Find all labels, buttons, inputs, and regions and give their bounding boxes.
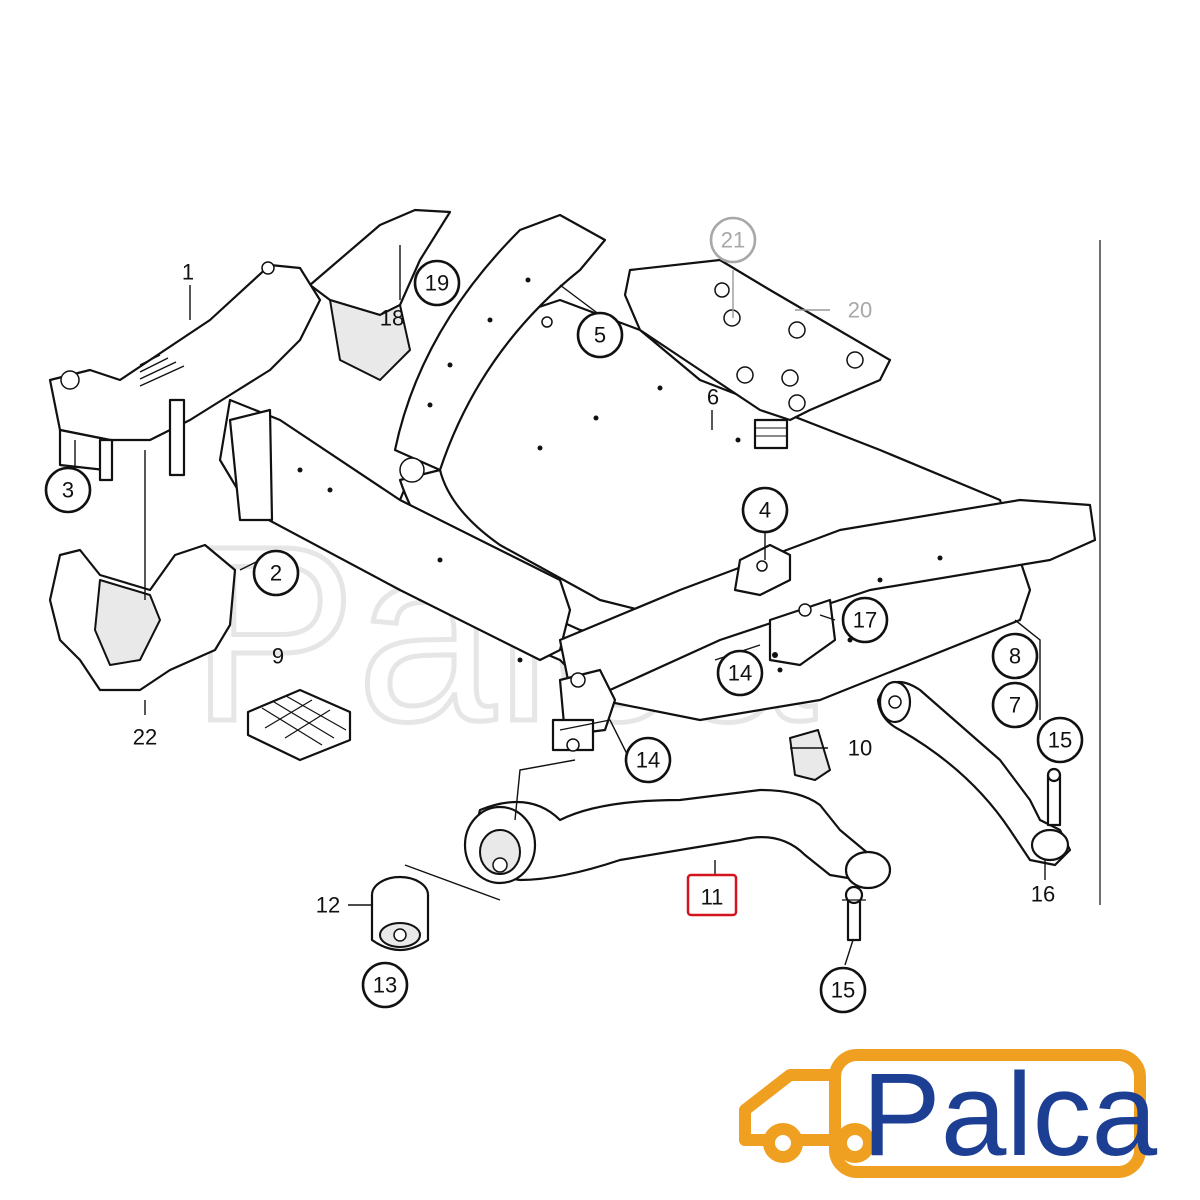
- svg-text:4: 4: [759, 498, 771, 523]
- callout-6: 6: [707, 385, 719, 410]
- palca-logo: Palca: [739, 1049, 1158, 1181]
- svg-text:3: 3: [62, 478, 74, 503]
- svg-text:13: 13: [373, 973, 397, 998]
- pivot-mounts: [551, 598, 837, 752]
- bump-stop: [789, 729, 831, 781]
- callout-21: 21: [709, 216, 757, 264]
- subframe-right-arm: [558, 498, 1097, 737]
- mount-bracket: [733, 543, 792, 597]
- callout-14a: 14: [716, 649, 764, 697]
- shield-plate: [623, 258, 892, 450]
- svg-text:14: 14: [636, 748, 660, 773]
- svg-text:18: 18: [380, 306, 404, 331]
- callout-16: 16: [1031, 882, 1055, 907]
- callout-1: 1: [182, 260, 194, 285]
- svg-text:2: 2: [270, 561, 282, 586]
- svg-text:6: 6: [707, 385, 719, 410]
- tension-strut: [876, 680, 1072, 867]
- heat-shield: [48, 543, 237, 692]
- svg-text:15: 15: [1048, 728, 1072, 753]
- callout-12: 12: [316, 893, 340, 918]
- callout-22: 22: [133, 725, 157, 750]
- svg-text:11: 11: [701, 885, 724, 910]
- callout-8: 8: [991, 632, 1039, 680]
- callout-11: 11: [686, 873, 738, 917]
- svg-text:15: 15: [831, 978, 855, 1003]
- callout-17: 17: [841, 596, 889, 644]
- svg-text:17: 17: [853, 608, 877, 633]
- reinforcement-brace: [393, 213, 642, 642]
- bushing: [370, 875, 430, 951]
- callout-9: 9: [272, 644, 284, 669]
- callout-20: 20: [848, 298, 872, 323]
- svg-text:21: 21: [721, 228, 745, 253]
- svg-text:5: 5: [594, 323, 606, 348]
- svg-text:7: 7: [1009, 693, 1021, 718]
- svg-text:16: 16: [1031, 882, 1055, 907]
- callout-18: 18: [380, 306, 404, 331]
- logo-text: Palca: [862, 1049, 1158, 1181]
- svg-text:20: 20: [848, 298, 872, 323]
- callout-13: 13: [361, 961, 409, 1009]
- callout-3: 3: [44, 466, 92, 514]
- callout-4: 4: [741, 486, 789, 534]
- svg-text:1: 1: [182, 260, 194, 285]
- truck-icon: [739, 1069, 875, 1163]
- rubber-stop: [246, 688, 352, 762]
- callout-19: 19: [413, 259, 461, 307]
- svg-text:8: 8: [1009, 644, 1021, 669]
- svg-text:12: 12: [316, 893, 340, 918]
- callout-10: 10: [848, 736, 872, 761]
- svg-text:19: 19: [425, 271, 449, 296]
- upper-bracket: [308, 208, 452, 381]
- callout-5: 5: [576, 311, 624, 359]
- callout-7: 7: [991, 681, 1039, 729]
- svg-text:10: 10: [848, 736, 872, 761]
- svg-text:22: 22: [133, 725, 157, 750]
- callout-15b: 15: [819, 966, 867, 1014]
- subframe-main: [48, 261, 322, 482]
- callout-2: 2: [252, 549, 300, 597]
- control-arm: [463, 788, 892, 942]
- leader-lines: [74, 245, 1061, 966]
- callout-15a: 15: [1036, 716, 1084, 764]
- svg-text:9: 9: [272, 644, 284, 669]
- cross-beam: [218, 398, 572, 663]
- callout-14b: 14: [624, 736, 672, 784]
- svg-text:14: 14: [728, 661, 752, 686]
